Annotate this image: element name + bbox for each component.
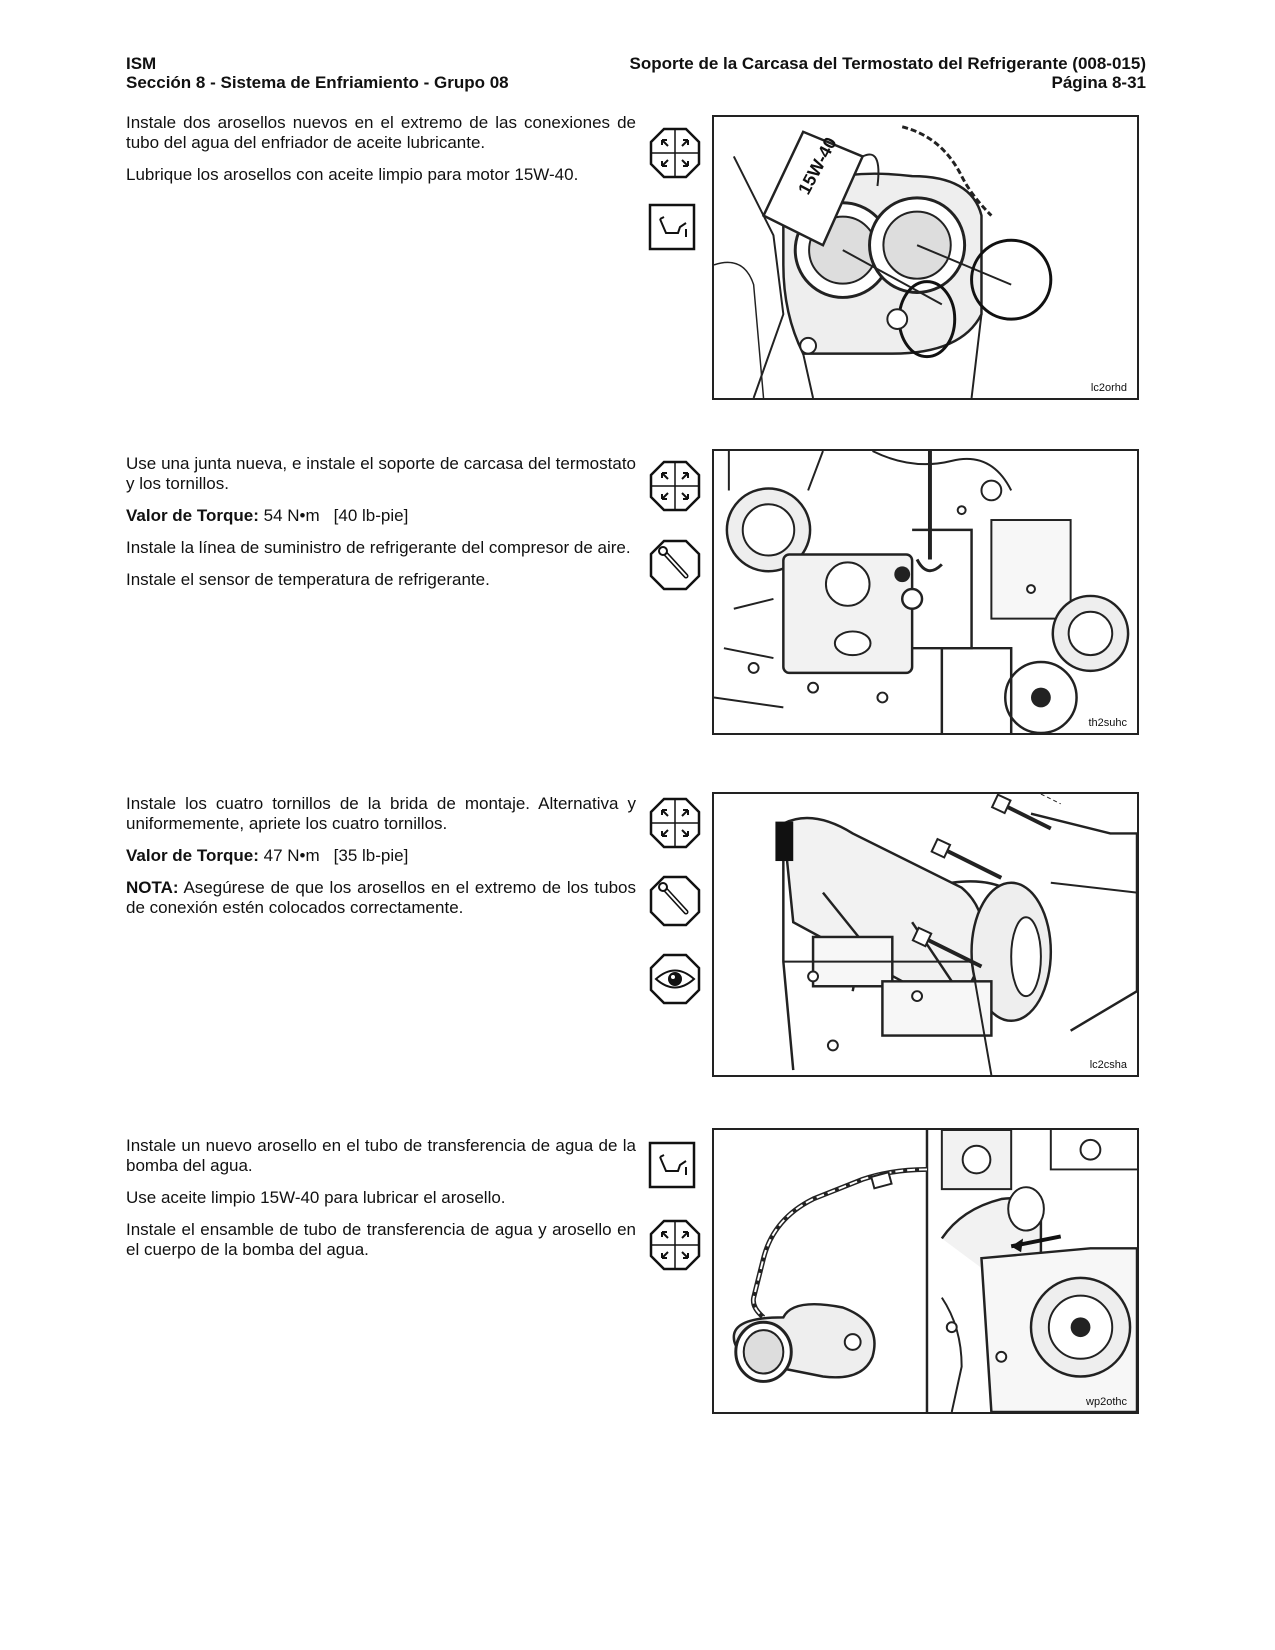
oil-cooler-orings-illustration: 15W-40: [714, 125, 1053, 398]
assemble-icon: [649, 1219, 701, 1271]
oil-can-icon: [648, 203, 696, 251]
note-text: Asegúrese de que los arosellos en el ext…: [126, 878, 636, 917]
section-group: Sección 8 - Sistema de Enfriamiento - Gr…: [126, 73, 509, 92]
torque-wrench-icon: [649, 875, 701, 927]
step-3-note: NOTA: Asegúrese de que los arosellos en …: [126, 878, 636, 918]
step-4-lubricate: Use aceite limpio 15W-40 para lubricar e…: [126, 1188, 506, 1207]
step-1-text: Instale dos arosellos nuevos en el extre…: [126, 113, 636, 197]
assemble-icon: [649, 460, 701, 512]
torque-label: Valor de Torque:: [126, 506, 259, 525]
torque-imperial: [35 lb-pie]: [333, 846, 409, 865]
figure-code: th2suhc: [1088, 717, 1127, 729]
water-transfer-tube-illustration: [732, 1130, 1137, 1412]
torque-wrench-icon: [649, 539, 701, 591]
page-header-line-2: Sección 8 - Sistema de Enfriamiento - Gr…: [126, 73, 1146, 93]
figure-code: lc2orhd: [1090, 382, 1127, 394]
oil-can-icon: [648, 1141, 696, 1189]
figure-code: wp2othc: [1086, 1396, 1127, 1408]
step-2-text: Use una junta nueva, e instale el soport…: [126, 454, 636, 602]
figure-th2suhc: th2suhc: [712, 449, 1139, 735]
figure-lc2orhd: 15W-40 lc2orhd: [712, 115, 1139, 400]
inspect-eye-icon: [649, 953, 701, 1005]
section-title: Soporte de la Carcasa del Termostato del…: [629, 54, 1146, 73]
torque-imperial: [40 lb-pie]: [333, 506, 409, 525]
assemble-icon: [649, 797, 701, 849]
torque-metric: 54 N•m: [263, 506, 320, 525]
step-2-torque: Valor de Torque: 54 N•m [40 lb-pie]: [126, 506, 636, 526]
step-1-instruction: Instale dos arosellos nuevos en el extre…: [126, 113, 636, 152]
figure-wp2othc: wp2othc: [712, 1128, 1139, 1414]
note-label: NOTA:: [126, 878, 179, 897]
step-3-torque: Valor de Torque: 47 N•m [35 lb-pie]: [126, 846, 636, 866]
step-4-text: Instale un nuevo arosello en el tubo de …: [126, 1136, 636, 1272]
step-1-lubricate: Lubrique los arosellos con aceite limpio…: [126, 165, 579, 184]
thermostat-housing-support-illustration: [714, 451, 1130, 733]
step-2-supply-line: Instale la línea de suministro de refrig…: [126, 538, 631, 557]
step-4-install: Instale el ensamble de tubo de transfere…: [126, 1220, 636, 1259]
step-3-text: Instale los cuatro tornillos de la brida…: [126, 794, 636, 930]
figure-lc2csha: lc2csha: [712, 792, 1139, 1077]
figure-code: lc2csha: [1089, 1059, 1127, 1071]
manual-name: ISM: [126, 54, 157, 73]
step-2-sensor: Instale el sensor de temperatura de refr…: [126, 570, 490, 589]
step-2-instruction: Use una junta nueva, e instale el soport…: [126, 454, 636, 493]
step-4-instruction: Instale un nuevo arosello en el tubo de …: [126, 1136, 636, 1175]
assemble-icon: [649, 127, 701, 179]
step-3-instruction: Instale los cuatro tornillos de la brida…: [126, 794, 636, 833]
torque-label: Valor de Torque:: [126, 846, 259, 865]
page-number: Página 8-31: [1051, 73, 1147, 92]
mounting-flange-capscrews-illustration: [775, 794, 1137, 1075]
torque-metric: 47 N•m: [263, 846, 320, 865]
page-header-line-1: ISM Soporte de la Carcasa del Termostato…: [126, 54, 1146, 74]
